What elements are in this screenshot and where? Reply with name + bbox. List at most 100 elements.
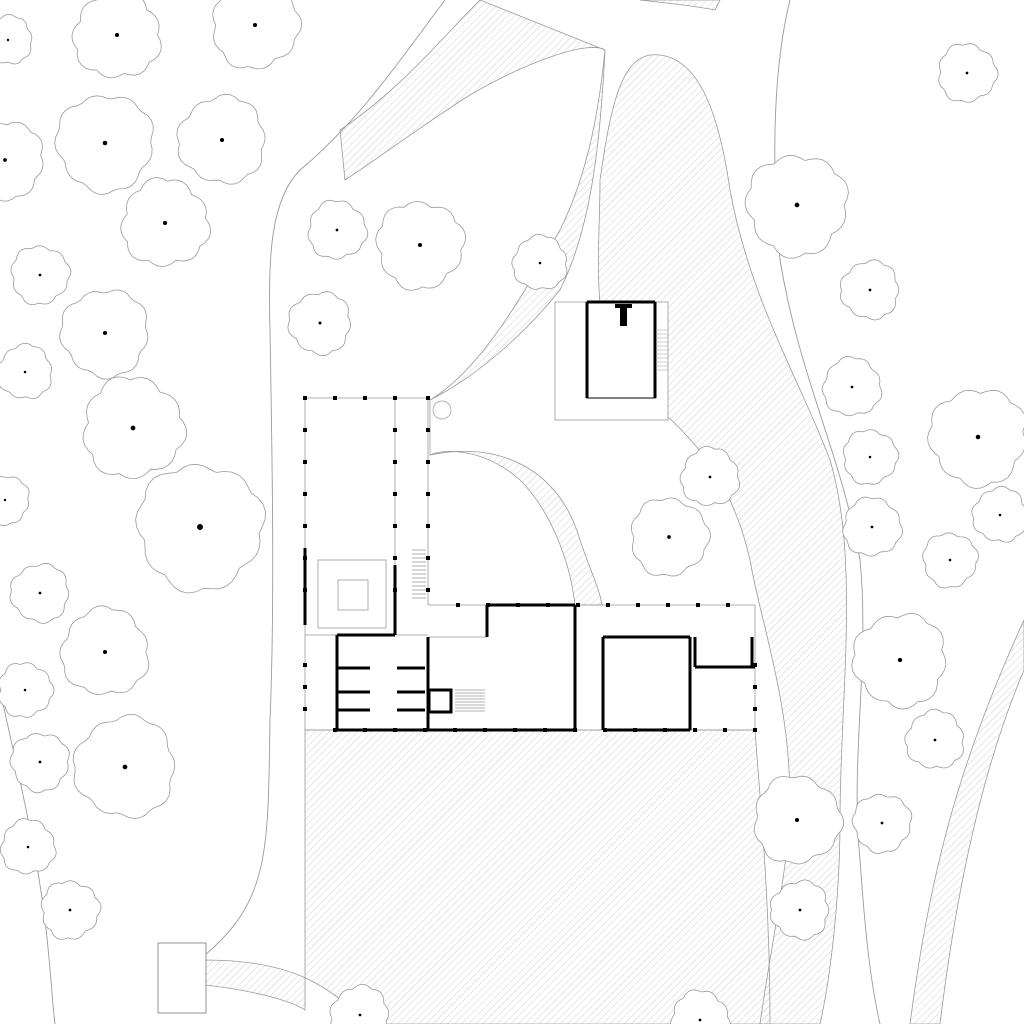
tree-trunk xyxy=(538,261,542,265)
tree-trunk xyxy=(197,524,203,530)
column xyxy=(456,603,460,607)
column xyxy=(513,728,517,732)
tree-trunk xyxy=(667,535,671,539)
column xyxy=(333,728,337,732)
tree-trunk xyxy=(102,140,108,146)
tree-trunk xyxy=(933,738,937,742)
pavilion xyxy=(554,300,669,421)
small-structure xyxy=(157,942,207,1014)
tree xyxy=(135,463,266,594)
tree xyxy=(0,818,57,875)
tree-canopy xyxy=(0,662,55,718)
tree xyxy=(904,708,964,769)
tree-trunk xyxy=(975,434,981,440)
column xyxy=(573,728,577,732)
tree-canopy xyxy=(938,43,999,103)
tree-trunk xyxy=(417,242,423,248)
tree-canopy xyxy=(0,121,44,202)
tree-trunk xyxy=(897,657,903,663)
tree-trunk xyxy=(219,137,225,143)
tree xyxy=(72,714,176,820)
tree-canopy xyxy=(0,13,33,65)
tree-trunk xyxy=(998,513,1002,517)
column xyxy=(426,524,430,528)
tree-trunk xyxy=(114,32,120,38)
column xyxy=(393,524,397,528)
column xyxy=(303,685,307,689)
tree-trunk xyxy=(3,158,7,162)
path-top-strip xyxy=(639,0,721,11)
column xyxy=(363,728,367,732)
column xyxy=(303,492,307,496)
tree xyxy=(630,497,711,577)
tree-trunk xyxy=(708,475,712,479)
tree xyxy=(307,199,369,260)
tree-canopy xyxy=(71,0,162,79)
tree-trunk xyxy=(38,273,42,277)
tree-trunk xyxy=(252,22,258,28)
tree xyxy=(0,342,53,400)
tree-canopy xyxy=(511,233,568,290)
tree-trunk xyxy=(130,425,136,431)
tree-trunk xyxy=(850,385,854,389)
column xyxy=(426,428,430,432)
tree-canopy xyxy=(670,989,731,1024)
tree-trunk xyxy=(698,1018,702,1022)
tree-canopy xyxy=(329,983,389,1024)
tree xyxy=(851,793,913,855)
tree-trunk xyxy=(965,71,969,75)
tree-canopy xyxy=(927,389,1024,489)
column xyxy=(393,492,397,496)
tree xyxy=(176,93,266,185)
column xyxy=(333,396,337,400)
tree xyxy=(54,95,154,196)
tree xyxy=(753,775,844,865)
tree xyxy=(59,605,150,696)
tree xyxy=(0,662,55,718)
tree xyxy=(679,446,741,507)
tree xyxy=(120,177,211,267)
column xyxy=(753,663,757,667)
tree-trunk xyxy=(23,370,27,374)
tree-trunk xyxy=(6,38,10,42)
tree-trunk xyxy=(798,908,802,912)
tree xyxy=(744,155,849,259)
tree-trunk xyxy=(102,649,108,655)
tree-trunk xyxy=(68,908,72,912)
column xyxy=(603,728,607,732)
path-top-left xyxy=(339,0,606,606)
tree-canopy xyxy=(630,497,711,577)
tree xyxy=(212,0,303,70)
column xyxy=(693,728,697,732)
tree-canopy xyxy=(212,0,303,70)
shrub xyxy=(432,400,452,420)
tree xyxy=(842,496,904,557)
column xyxy=(516,603,520,607)
column xyxy=(753,685,757,689)
tree xyxy=(511,233,568,290)
tree xyxy=(0,121,44,202)
tree xyxy=(839,259,900,321)
column xyxy=(636,603,640,607)
tree-trunk xyxy=(26,845,30,849)
column xyxy=(426,460,430,464)
tree-trunk xyxy=(23,688,27,692)
column xyxy=(606,603,610,607)
tree-trunk xyxy=(3,498,7,502)
tree-canopy xyxy=(904,708,964,769)
column xyxy=(303,524,307,528)
tree xyxy=(0,13,33,65)
tree xyxy=(59,289,149,380)
tree xyxy=(938,43,999,103)
tree xyxy=(287,291,351,357)
tree-canopy xyxy=(54,95,154,196)
tree-trunk xyxy=(794,202,800,208)
column xyxy=(393,396,397,400)
tree xyxy=(10,245,72,306)
tree-trunk xyxy=(948,558,952,562)
tree xyxy=(851,613,947,710)
tree-trunk xyxy=(870,525,874,529)
column xyxy=(486,603,490,607)
